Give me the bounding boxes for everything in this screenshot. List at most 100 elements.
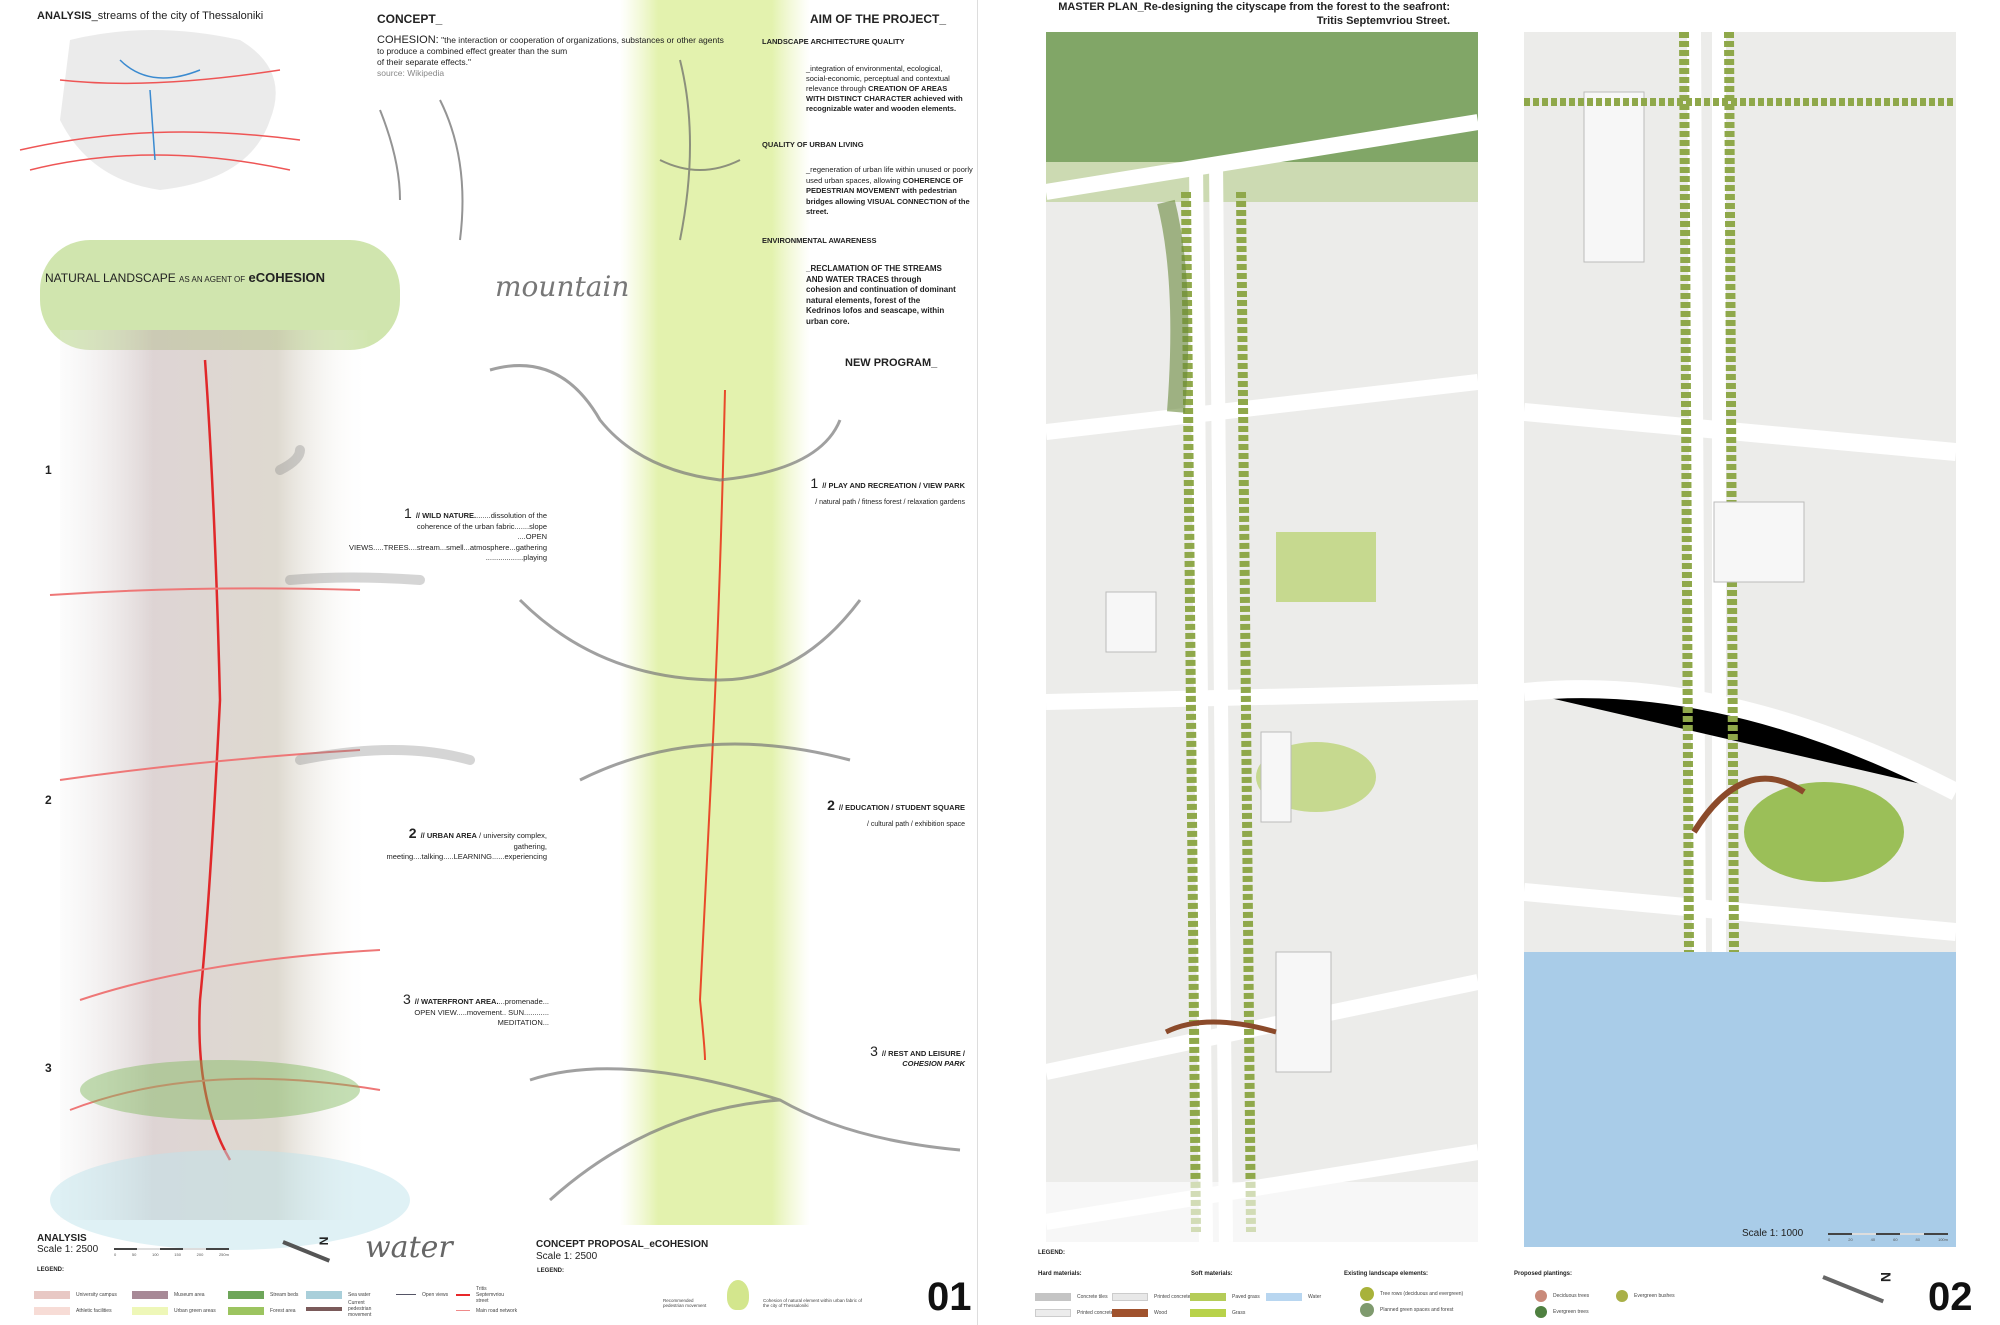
analysis-title-bold: ANALYSIS — [37, 10, 92, 22]
zone-num: 2 — [408, 825, 417, 841]
legend-label: Tritis Septemvriou street — [476, 1286, 505, 1304]
stream-bed — [80, 1060, 360, 1120]
aim-text: _regeneration of urban life within unuse… — [806, 165, 973, 185]
legend-label: Urban green areas — [174, 1307, 216, 1314]
aim-text: with pedestrian bridges allowing VISUAL … — [806, 186, 970, 216]
legend-swatch — [1190, 1308, 1226, 1317]
title-part: eCOHESION — [248, 270, 326, 285]
analysis-legend-label: LEGEND: — [37, 1267, 64, 1273]
main-road-network — [49, 587, 381, 1111]
legend-item: Evergreen bushes — [1616, 1287, 1675, 1305]
legend-swatch — [1035, 1308, 1071, 1317]
legend-item: Open views — [396, 1286, 448, 1304]
program-title: // PLAY AND RECREATION / VIEW PARK — [822, 481, 965, 490]
sports-field — [1276, 532, 1376, 602]
concept-red-path — [698, 389, 726, 1061]
aim-urban-heading: QUALITY OF URBAN LIVING — [762, 140, 864, 149]
legend-swatch — [306, 1307, 342, 1311]
concept-sketch-lines — [489, 364, 961, 1202]
concept-proposal-title: CONCEPT PROPOSAL_eCOHESION — [536, 1239, 709, 1250]
north-label: N — [316, 1236, 331, 1246]
master-plan-legend-label: LEGEND: — [1038, 1250, 1065, 1256]
cohesion-quote-1: "the interaction or cooperation of organ… — [441, 35, 724, 45]
aim-landscape-heading: LANDSCAPE ARCHITECTURE QUALITY — [762, 37, 905, 46]
master-plan-title: MASTER PLAN_Re-designing the cityscape f… — [1058, 0, 1450, 28]
legend-swatch — [1112, 1308, 1148, 1317]
tree-rows — [1679, 32, 1739, 953]
legend-label: Printed concrete — [1077, 1309, 1114, 1316]
scale-tick: 0 — [1828, 1237, 1831, 1242]
scale-tick: 60 — [1893, 1237, 1898, 1242]
zone-number-2: 2 — [45, 793, 52, 807]
legend-group-title: Hard materials: — [1038, 1271, 1082, 1277]
legend-label: Printed concrete — [1154, 1293, 1191, 1300]
legend-label: Evergreen trees — [1553, 1308, 1589, 1315]
legend-label: Water — [1308, 1293, 1322, 1300]
zone-line: VIEWS.....TREES....stream...smell...atmo… — [349, 542, 547, 552]
legend-group-title: Existing landscape elements: — [1344, 1271, 1429, 1277]
legend-swatch — [456, 1294, 470, 1296]
title-part: AS AN AGENT OF — [179, 275, 246, 284]
zone-title: // WATERFRONT AREA. — [414, 997, 499, 1006]
legend-label: Forest area — [270, 1307, 296, 1314]
analysis-scale: Scale 1: 2500 — [37, 1244, 99, 1255]
legend-label: Planned green spaces and forest — [1380, 1306, 1454, 1313]
zone-line: ....OPEN — [517, 532, 547, 541]
legend-label: Evergreen bushes — [1634, 1292, 1675, 1299]
legend-item: Deciduous trees — [1535, 1287, 1589, 1305]
sea-water — [50, 1150, 410, 1250]
legend-label: Tree rows (deciduous and evergreen) — [1380, 1290, 1464, 1297]
wooden-bridge — [1164, 1019, 1277, 1035]
legend-label: Concrete tiles — [1077, 1293, 1108, 1300]
zone-line: coherence of the urban fabric.......slop… — [416, 521, 547, 531]
aim-text-bold: _RECLAMATION OF THE STREAMS AND WATER TR… — [806, 264, 956, 326]
legend-item: Tritis Septemvriou street — [456, 1286, 511, 1304]
legend-item: Concrete tiles — [1035, 1288, 1108, 1306]
zone-title: // WILD NATURE. — [415, 511, 477, 520]
building — [1713, 501, 1805, 583]
legend-item: Planned green spaces and forest — [1360, 1301, 1453, 1319]
legend-item: Sea water — [306, 1286, 371, 1304]
legend-group-title: Proposed plantings: — [1514, 1271, 1573, 1277]
north-arrow: N — [1822, 1272, 1894, 1304]
program-2: 2// EDUCATION / STUDENT SQUARE / cultura… — [827, 797, 965, 828]
legend-label: Current pedestrian movement — [348, 1300, 372, 1318]
aim-urban-text: _regeneration of urban life within unuse… — [806, 165, 981, 218]
cohesion-park — [1744, 782, 1904, 882]
zone-line: ..................playing — [485, 553, 547, 562]
program-3: 3// REST AND LEISURE / COHESION PARK — [870, 1043, 965, 1068]
legend-swatch — [1035, 1292, 1071, 1301]
legend-label: Athletic facilities — [76, 1307, 112, 1314]
tritis-septemvriou-street — [198, 359, 232, 1161]
zone-line: ...promenade... — [498, 997, 549, 1006]
pedestrian-movement-strokes — [275, 445, 475, 765]
cross-streets — [1046, 114, 1478, 1230]
legend-label: Grass — [1232, 1309, 1246, 1316]
legend-label: Deciduous trees — [1553, 1292, 1590, 1299]
scale-tick: 100 — [151, 1252, 159, 1257]
scale-tick: 80 — [1915, 1237, 1920, 1242]
analysis-stream-map — [19, 0, 961, 1250]
legend-item: Grass — [1190, 1304, 1245, 1322]
concept-green-band — [620, 0, 810, 1225]
master-plan-title-line-1: MASTER PLAN_Re-designing the cityscape f… — [1058, 1, 1450, 13]
zone-urban-area: 2// URBAN AREA / university complex, gat… — [387, 825, 548, 863]
legend-item: Printed concrete — [1112, 1288, 1190, 1306]
legend-swatch — [456, 1310, 470, 1312]
zone-title: // URBAN AREA — [420, 831, 477, 840]
master-plan-scale: Scale 1: 1000 — [1742, 1228, 1804, 1239]
legend-swatch — [1266, 1292, 1302, 1301]
master-plan-south-section — [1524, 32, 1956, 1247]
plan-fade — [1046, 1182, 1478, 1242]
legend-item: Forest area — [228, 1302, 296, 1320]
scale-tick: 250m — [218, 1252, 229, 1257]
legend-label: University campus — [76, 1291, 117, 1298]
aim-title: AIM OF THE PROJECT_ — [810, 12, 947, 26]
scale-tick: 200 — [196, 1252, 204, 1257]
legend-item: Water — [1266, 1288, 1321, 1306]
legend-item: Museum area — [132, 1286, 205, 1304]
legend-swatch — [132, 1306, 168, 1315]
legend-swatch — [34, 1290, 70, 1299]
